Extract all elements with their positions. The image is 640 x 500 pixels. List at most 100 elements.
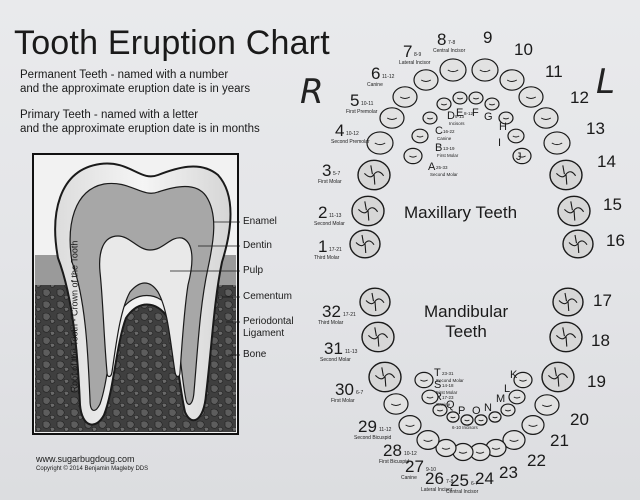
permanent-tooth-19-grooves <box>548 367 569 387</box>
tooth-age-6: 11-12 <box>382 74 395 80</box>
tooth-number-20: 20 <box>570 410 589 429</box>
tooth-age-31: 11-13 <box>345 349 358 355</box>
permanent-tooth-22 <box>502 430 526 450</box>
tooth-number-7: 7 <box>403 42 412 61</box>
tooth-number-13: 13 <box>586 119 605 138</box>
primary-tooth-C <box>422 111 438 125</box>
permanent-tooth-20 <box>534 394 560 416</box>
primary-tooth-I-groove <box>512 135 520 138</box>
permanent-tooth-21 <box>521 415 545 435</box>
permanent-tooth-31-grooves <box>368 327 389 347</box>
tooth-age-29: 11-12 <box>379 427 392 433</box>
primary-tooth-O-groove <box>478 419 484 422</box>
primary-name-B: First Molar <box>437 153 459 158</box>
primary-tooth-R-groove <box>436 409 444 412</box>
permanent-tooth-7-groove <box>420 79 432 82</box>
tooth-name-8: Central Incisor <box>433 48 466 54</box>
primary-letter-E: E <box>456 107 463 119</box>
primary-letter-B: B <box>435 142 442 154</box>
primary-tooth-O <box>474 414 488 426</box>
primary-letter-D: D <box>447 110 455 122</box>
tooth-number-19: 19 <box>587 372 606 391</box>
tooth-number-23: 23 <box>499 463 518 482</box>
tooth-number-4: 4 <box>335 121 344 140</box>
tooth-age-30: 6-7 <box>356 390 363 396</box>
tooth-number-17: 17 <box>593 291 612 310</box>
tooth-age-5: 10-11 <box>361 101 374 107</box>
tooth-number-9: 9 <box>483 28 492 47</box>
tooth-age-32: 17-21 <box>343 312 356 318</box>
primary-age-S: 14-18 <box>442 383 454 388</box>
primary-tooth-C-groove <box>426 117 434 120</box>
primary-tooth-H <box>498 111 514 125</box>
permanent-tooth-16-grooves <box>568 234 588 254</box>
tooth-name-28: First Bicuspid <box>379 459 409 465</box>
primary-tooth-L <box>508 389 526 405</box>
tooth-age-7: 8-9 <box>414 52 421 58</box>
primary-letter-L: L <box>504 383 510 395</box>
primary-tooth-J-groove <box>518 155 526 158</box>
permanent-tooth-13 <box>543 131 571 155</box>
tooth-age-28: 10-12 <box>404 451 417 457</box>
permanent-tooth-26 <box>435 438 457 458</box>
website-url: www.sugarbugdoug.com <box>36 454 135 464</box>
tooth-number-2: 2 <box>318 203 327 222</box>
tooth-name-25: Central Incisor <box>446 489 479 495</box>
primary-teeth-note-2: and the approximate eruption date is in … <box>20 123 260 135</box>
tooth-name-6: Canine <box>367 82 383 88</box>
mandibular-label: Mandibular Teeth <box>424 302 508 341</box>
label-pulp: Pulp <box>243 265 264 276</box>
primary-tooth-H-groove <box>502 117 510 120</box>
primary-name-T: Second Molar <box>436 378 464 383</box>
primary-tooth-M-groove <box>504 409 512 412</box>
primary-tooth-N <box>488 411 502 423</box>
handwritten-l: L <box>596 62 615 102</box>
primary-letter-N: N <box>484 402 492 414</box>
primary-name-C: Canine <box>437 136 452 141</box>
permanent-tooth-25-groove <box>458 451 468 454</box>
tooth-number-12: 12 <box>570 88 589 107</box>
primary-age-E: 8-12 <box>464 111 474 116</box>
tooth-number-1: 1 <box>318 237 327 256</box>
primary-name-A: Second Molar <box>430 172 458 177</box>
primary-tooth-S <box>421 389 439 405</box>
primary-letter-H: H <box>499 121 507 133</box>
tooth-age-3: 5-7 <box>333 171 340 177</box>
permanent-tooth-28-groove <box>405 424 415 427</box>
primary-age-A: 25-33 <box>436 165 448 170</box>
primary-tooth-F-groove <box>472 97 480 100</box>
tooth-name-32: Third Molar <box>318 320 344 326</box>
tooth-number-14: 14 <box>597 152 616 171</box>
tooth-number-3: 3 <box>322 161 331 180</box>
primary-age-D: 9-13 <box>455 114 465 119</box>
primary-tooth-F <box>468 91 484 105</box>
primary-age-B: 13-19 <box>443 146 455 151</box>
primary-tooth-K <box>513 371 533 389</box>
primary-letter-M: M <box>496 393 505 405</box>
primary-tooth-B-groove <box>416 135 424 138</box>
tooth-number-11: 11 <box>545 62 563 81</box>
tooth-number-18: 18 <box>591 331 610 350</box>
primary-tooth-A <box>403 147 423 165</box>
primary-tooth-P <box>460 414 474 426</box>
tooth-age-25: 6-7 <box>471 481 478 487</box>
primary-age-R: 17-23 <box>442 395 454 400</box>
tooth-number-25: 25 <box>450 471 469 490</box>
primary-name-R: Canine <box>436 402 451 407</box>
permanent-tooth-4-groove <box>374 142 386 146</box>
primary-tooth-T <box>414 371 434 389</box>
permanent-tooth-6-groove <box>399 96 411 99</box>
tooth-age-26: 7-8 <box>446 479 453 485</box>
primary-letter-A: A <box>428 161 436 173</box>
primary-tooth-L-groove <box>513 396 521 399</box>
primary-tooth-A-groove <box>409 155 417 158</box>
primary-letter-Q: Q <box>446 399 455 411</box>
permanent-tooth-13-groove <box>551 142 563 146</box>
tooth-age-4: 10-12 <box>346 131 359 137</box>
primary-letter-S: S <box>434 379 441 391</box>
tooth-number-32: 32 <box>322 302 341 321</box>
primary-tooth-R <box>432 403 448 417</box>
permanent-tooth-23-groove <box>491 447 501 450</box>
